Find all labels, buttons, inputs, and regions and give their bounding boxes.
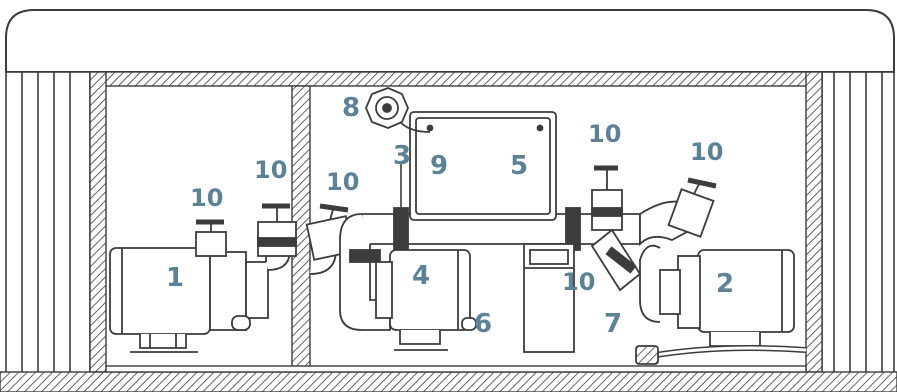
- label-control-box-5: 5: [510, 151, 528, 181]
- valve-right-middle: [590, 165, 642, 292]
- right-side-panel: [821, 71, 895, 379]
- heater-assembly: [523, 243, 575, 353]
- keypad: [365, 87, 431, 133]
- label-valve-10-a: 10: [190, 184, 223, 212]
- label-pump-1: 1: [166, 263, 184, 293]
- pump-2: [639, 244, 795, 351]
- bay-floor: [0, 365, 897, 392]
- label-item-9: 9: [430, 151, 448, 181]
- spa-top-rim: [5, 9, 895, 73]
- hose: [635, 345, 807, 365]
- label-valve-10-d: 10: [588, 120, 621, 148]
- label-keypad-8: 8: [342, 93, 360, 123]
- left-side-panel: [5, 71, 91, 379]
- pipe-pump1-to-valve: [257, 203, 297, 271]
- label-item-7: 7: [604, 309, 622, 339]
- pump-4: [375, 249, 477, 351]
- label-item-3: 3: [393, 141, 411, 171]
- control-box: [409, 111, 557, 221]
- label-pump-4: 4: [412, 261, 430, 291]
- label-pump-2: 2: [716, 269, 734, 299]
- label-valve-10-b: 10: [254, 156, 287, 184]
- label-valve-10-f: 10: [562, 268, 595, 296]
- label-item-6: 6: [474, 309, 492, 339]
- label-valve-10-c: 10: [326, 168, 359, 196]
- pump-1: [109, 219, 269, 353]
- valve-right-upper: [639, 177, 717, 247]
- label-valve-10-e: 10: [690, 138, 723, 166]
